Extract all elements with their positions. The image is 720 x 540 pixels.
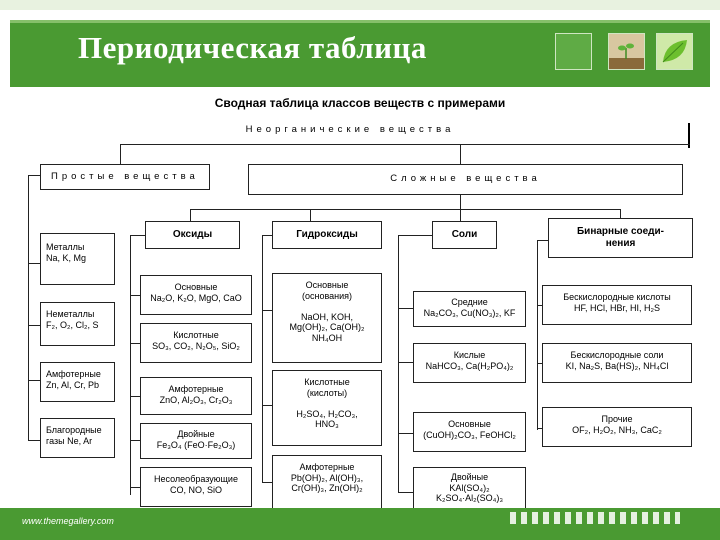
category-salts: Соли [432, 221, 497, 249]
connector [130, 295, 140, 296]
diagram-subtitle: Сводная таблица классов веществ с пример… [214, 96, 506, 110]
simple-substances-node: Простые вещества [40, 164, 210, 190]
connector [28, 440, 40, 441]
oxide-item: Двойные Fe₃O₄ (FeO·Fe₂O₃) [140, 423, 252, 459]
separator-bar [688, 123, 690, 148]
connector [398, 362, 413, 363]
connector [262, 310, 272, 311]
decor-square [555, 33, 592, 70]
connector [537, 428, 542, 429]
connector [460, 144, 461, 164]
binary-item: Прочие OF₂, H₂O₂, NH₃, CaC₂ [542, 407, 692, 447]
binary-item: Бескислородные соли KI, Na₂S, Ba(HS)₂, N… [542, 343, 692, 383]
connector [398, 433, 413, 434]
connector [28, 175, 40, 176]
connector [620, 209, 621, 221]
slide-title: Периодическая таблица [78, 30, 427, 65]
connector [190, 209, 191, 221]
oxide-item: Несолеобразующие CO, NO, SiO [140, 467, 252, 507]
connector [537, 240, 548, 241]
connector [262, 235, 272, 236]
hydroxide-item: Основные (основания) NaOH, KOH, Mg(OH)₂,… [272, 273, 382, 363]
hydroxide-item: Амфотерные Pb(OH)₂, Al(OH)₃, Cr(OH)₃, Zn… [272, 455, 382, 509]
simple-item: Металлы Na, K, Mg [40, 233, 115, 285]
sprout-image [608, 33, 645, 70]
salt-item: Средние Na₂CO₃, Cu(NO₃)₂, KF [413, 291, 526, 327]
connector [190, 209, 620, 210]
connector [130, 343, 140, 344]
connector [130, 235, 131, 495]
connector [460, 209, 461, 221]
title-bar [10, 20, 710, 87]
binary-item: Бескислородные кислоты HF, HCl, HBr, HI,… [542, 285, 692, 325]
connector [28, 325, 40, 326]
connector [130, 235, 145, 236]
classification-diagram: Неорганические вещества Простые вещества… [0, 115, 720, 515]
connector [398, 235, 399, 493]
connector [130, 487, 140, 488]
category-oxides: Оксиды [145, 221, 240, 249]
header-top-strip [0, 0, 720, 10]
simple-item: Неметаллы F₂, O₂, Cl₂, S [40, 302, 115, 346]
connector [537, 363, 542, 364]
connector [398, 235, 432, 236]
connector [28, 175, 29, 440]
oxide-item: Основные Na₂O, K₂O, MgO, CaO [140, 275, 252, 315]
connector [310, 209, 311, 221]
connector [28, 263, 40, 264]
complex-substances-node: Сложные вещества [248, 164, 683, 195]
connector [537, 305, 542, 306]
simple-item: Амфотерные Zn, Al, Cr, Pb [40, 362, 115, 402]
category-hydroxides: Гидроксиды [272, 221, 382, 249]
slide-header: Периодическая таблица [0, 0, 720, 90]
salt-item: Кислые NaHCO₃, Ca(H₂PO₄)₂ [413, 343, 526, 383]
connector [460, 195, 461, 209]
connector [130, 440, 140, 441]
category-binary: Бинарные соеди- нения [548, 218, 693, 258]
connector [120, 144, 690, 145]
connector [130, 396, 140, 397]
root-node: Неорганические вещества [225, 117, 475, 143]
connector [398, 308, 413, 309]
salt-item: Основные (CuOH)₂CO₃, FeOHCl₂ [413, 412, 526, 452]
connector [262, 405, 272, 406]
connector [120, 144, 121, 164]
hydroxide-item: Кислотные (кислоты) H₂SO₄, H₂CO₃, HNO₃ [272, 370, 382, 446]
connector [28, 380, 40, 381]
connector [398, 492, 413, 493]
oxide-item: Амфотерные ZnO, Al₂O₃, Cr₂O₃ [140, 377, 252, 415]
footer-url[interactable]: www.themegallery.com [22, 516, 114, 526]
connector [262, 482, 272, 483]
connector [537, 240, 538, 430]
leaf-image [656, 33, 693, 70]
footer-decoration [510, 512, 680, 524]
simple-item: Благородные газы Ne, Ar [40, 418, 115, 458]
salt-item: Двойные KAl(SO₄)₂ K₂SO₄·Al₂(SO₄)₃ [413, 467, 526, 509]
oxide-item: Кислотные SO₃, CO₂, N₂O₅, SiO₂ [140, 323, 252, 363]
connector [262, 235, 263, 483]
